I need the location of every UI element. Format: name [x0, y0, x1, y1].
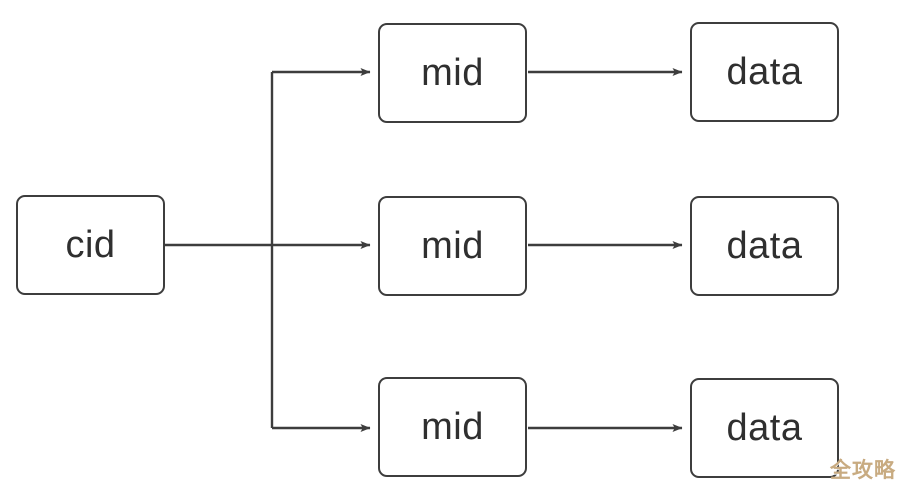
node-cid[interactable]: cid [16, 195, 165, 295]
node-cid-label: cid [65, 224, 116, 266]
node-mid-1-label: mid [421, 52, 484, 94]
node-mid-1[interactable]: mid [378, 23, 527, 123]
watermark-text: 全攻略 [830, 458, 896, 482]
node-mid-2-label: mid [421, 225, 484, 267]
node-mid-2[interactable]: mid [378, 196, 527, 296]
node-data-3-label: data [726, 407, 803, 449]
node-data-2[interactable]: data [690, 196, 839, 296]
node-data-1[interactable]: data [690, 22, 839, 122]
node-mid-3[interactable]: mid [378, 377, 527, 477]
node-mid-3-label: mid [421, 406, 484, 448]
node-data-2-label: data [726, 225, 803, 267]
node-data-3[interactable]: data [690, 378, 839, 478]
node-data-1-label: data [726, 51, 803, 93]
